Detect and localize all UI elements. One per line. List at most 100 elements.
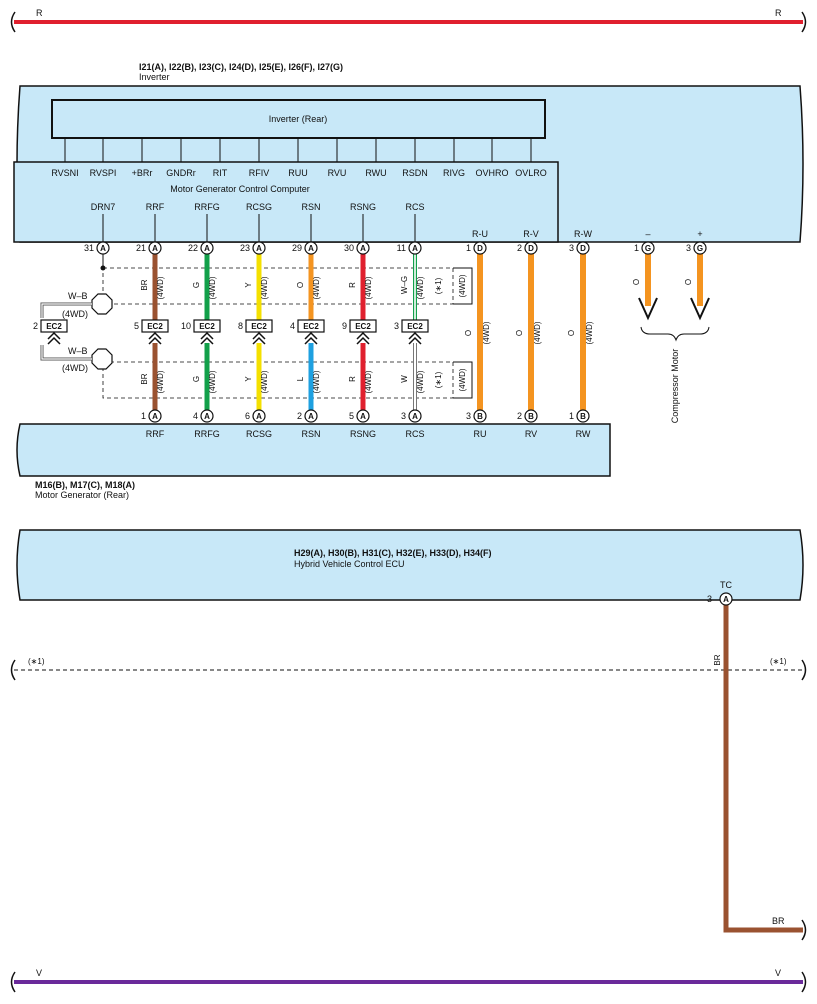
wire-upper-fourwd: (4WD) xyxy=(312,276,321,299)
phase-top-pin: D2 xyxy=(517,241,538,255)
tc-wire-end-label: BR xyxy=(772,916,785,926)
inverter-codes: I21(A), I22(B), I23(C), I24(D), I25(E), … xyxy=(139,62,343,72)
wire-upper-color: G xyxy=(192,282,201,288)
fourwd-upper: (4WD) xyxy=(458,274,467,297)
chevron-up-icon xyxy=(304,336,318,345)
star1-dashed-line: (∗1) (∗1) xyxy=(10,657,807,681)
wire-bottom-pin-conn: A xyxy=(204,412,210,421)
drn7-pin-marker: A31 xyxy=(84,241,110,255)
wire-top-pin-number: 30 xyxy=(344,243,354,253)
wire-top-pin-conn: A xyxy=(412,244,418,253)
chevron-up-icon xyxy=(200,331,214,340)
hv-ecu-codes: H29(A), H30(B), H31(C), H32(E), H33(D), … xyxy=(294,548,492,558)
power-rail-top: R R xyxy=(10,8,807,33)
chevron-up-icon xyxy=(252,336,266,345)
ec2-label: EC2 xyxy=(355,322,371,331)
phase-bottom-pin-ring xyxy=(576,409,590,423)
wire-bottom-pin-ring xyxy=(356,409,370,423)
wire-upper-fourwd: (4WD) xyxy=(208,276,217,299)
drn7-pin-marker-conn: A xyxy=(100,244,106,253)
mgcc-terminal-drops xyxy=(102,214,416,242)
motor-generator-terminal-labels: RRF RRFG RCSG RSN RSNG RCS RU RV RW xyxy=(146,429,591,439)
phase-top-pin-ring xyxy=(524,241,538,255)
drn7-junction xyxy=(100,265,106,271)
terminal-drn7: DRN7 xyxy=(91,202,116,212)
wire-lower-color: Y xyxy=(244,376,253,382)
wire-bottom-pin-number: 2 xyxy=(297,411,302,421)
terminal-rit: RIT xyxy=(213,168,228,178)
tc-pin: A 3 xyxy=(707,592,733,606)
wire-upper-color: O xyxy=(296,282,305,288)
phase-top-pin: D1 xyxy=(466,241,487,255)
phase-bottom-pin-number: 3 xyxy=(466,411,471,421)
upper-terminal-labels: RVSNI RVSPI +BRr GNDRr RIT RFIV RUU RVU … xyxy=(51,168,546,178)
shield-wire-label-lower: W–B xyxy=(68,346,88,356)
rail-bottom-left-label: V xyxy=(36,968,42,978)
wire-top-pin-ring xyxy=(408,241,422,255)
phase-bottom-pin-conn: B xyxy=(580,412,586,421)
phase-bottom-pin-ring xyxy=(524,409,538,423)
phase-bottom-pin: B2 xyxy=(517,409,538,423)
compressor-pin-number: 1 xyxy=(634,243,639,253)
wire-top-pin: A 30 xyxy=(344,241,370,255)
phase-bottom-pin-ring xyxy=(473,409,487,423)
phase-top-pin-conn: D xyxy=(580,244,586,253)
wire-top-pin-conn: A xyxy=(256,244,262,253)
rail-top-right-label: R xyxy=(775,8,782,18)
phase-label-ru: R-U xyxy=(472,229,488,239)
terminal-gndrr: GNDRr xyxy=(166,168,196,178)
wire-bottom-pin-number: 5 xyxy=(349,411,354,421)
terminal-rcs: RCS xyxy=(405,202,424,212)
wire-bottom-pin: A6 xyxy=(245,409,266,423)
phase-bottom-pin-conn: B xyxy=(477,412,483,421)
mg-terminal-rrf: RRF xyxy=(146,429,165,439)
phase-wire-fourwd: (4WD) xyxy=(585,321,594,344)
ec2-pin-number: 3 xyxy=(394,321,399,331)
motor-generator-box xyxy=(16,423,611,477)
wire-bottom-pin-ring xyxy=(304,409,318,423)
hv-ecu-terminal-tc: TC xyxy=(720,580,732,590)
dashed-shield-areas xyxy=(102,267,454,399)
mg-terminal-rcs: RCS xyxy=(405,429,424,439)
wire-top-pin-conn: A xyxy=(360,244,366,253)
phase-top-pin-ring xyxy=(473,241,487,255)
inverter-rear-box xyxy=(51,99,546,139)
mg-terminal-rrfg: RRFG xyxy=(194,429,220,439)
tc-wire xyxy=(723,604,807,941)
wire-upper-fourwd: (4WD) xyxy=(364,276,373,299)
wire-lower-fourwd: (4WD) xyxy=(208,370,217,393)
phase-top-pin: D3 xyxy=(569,241,590,255)
phase-top-pin-conn: D xyxy=(477,244,483,253)
upper-terminal-stubs xyxy=(64,138,532,162)
wire-upper-fourwd: (4WD) xyxy=(260,276,269,299)
compressor-pin: G1 xyxy=(634,241,655,255)
shield-fourwd-upper: (4WD) xyxy=(62,309,88,319)
phase-wire-color: O xyxy=(567,330,576,336)
ec2-label: EC2 xyxy=(199,322,215,331)
ec2-label: EC2 xyxy=(407,322,423,331)
wire-top-pin-ring xyxy=(252,241,266,255)
star1-left-label: (∗1) xyxy=(28,657,45,666)
star1-lower: (∗1) xyxy=(434,371,443,388)
wire-upper-color: BR xyxy=(140,279,149,290)
compressor-wire-color: O xyxy=(684,279,693,285)
chevron-up-icon xyxy=(408,331,422,340)
compressor-wire-color: O xyxy=(632,279,641,285)
wire-bottom-pin-number: 4 xyxy=(193,411,198,421)
shield-ec2-label: EC2 xyxy=(46,322,62,331)
mg-terminal-rcsg: RCSG xyxy=(246,429,272,439)
inverter-rear-label: Inverter (Rear) xyxy=(269,114,328,124)
wire-upper-color: Y xyxy=(244,282,253,288)
wire-top-pin-number: 22 xyxy=(188,243,198,253)
wire-bottom-pin-ring xyxy=(148,409,162,423)
phase-labels: R-U R-V R-W – + xyxy=(472,229,703,239)
wire-top-pin-ring xyxy=(356,241,370,255)
mg-terminal-rsn: RSN xyxy=(301,429,320,439)
terminal-plus-brr: +BRr xyxy=(132,168,153,178)
phase-bottom-pin-number: 2 xyxy=(517,411,522,421)
wire-upper-color: R xyxy=(348,282,357,288)
